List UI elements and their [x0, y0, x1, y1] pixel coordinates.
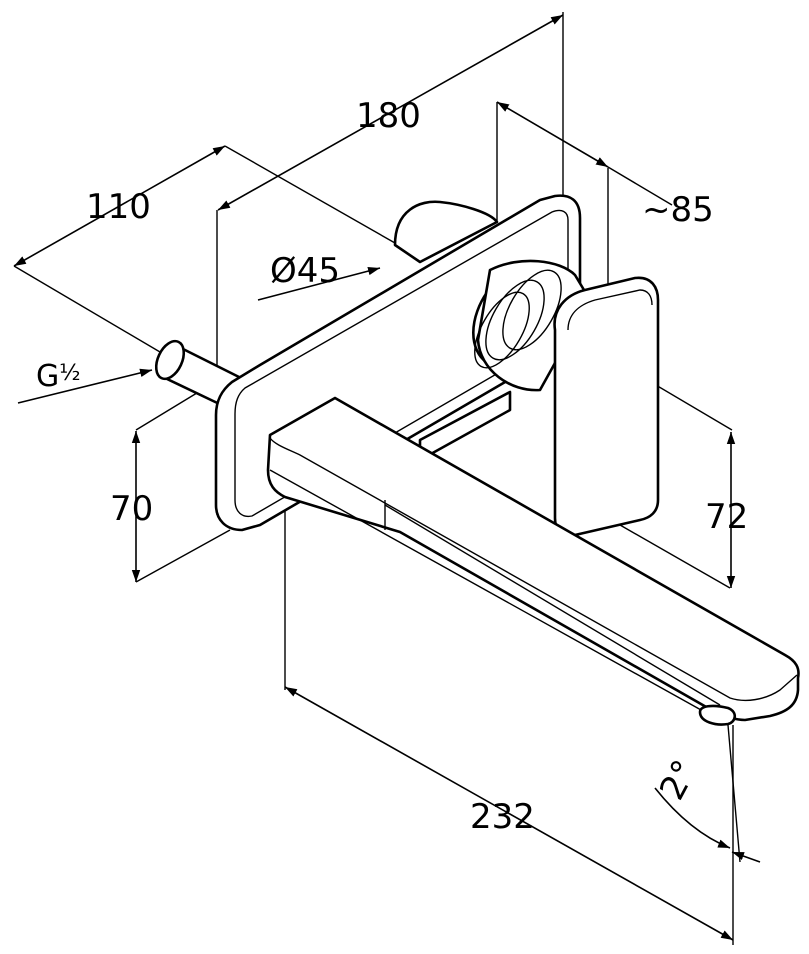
label-110: 110: [86, 187, 151, 227]
dimension-lines: [13, 14, 761, 941]
handle-lever: [553, 276, 660, 537]
label-thread: G½: [36, 359, 81, 394]
label-180: 180: [356, 96, 421, 136]
dim-110-line: [13, 145, 226, 267]
dim-angle-arc: [654, 787, 731, 849]
spout: [266, 396, 800, 722]
aerator: [698, 704, 737, 726]
label-thread-prefix: G: [36, 359, 59, 394]
dim-180-line: [217, 14, 564, 211]
label-thread-fraction: ½: [59, 361, 80, 386]
label-72: 72: [705, 497, 748, 537]
label-232: 232: [470, 797, 535, 837]
dim-232-line: [284, 686, 734, 941]
rear-boss: [393, 200, 499, 264]
thread-pipe-end: [154, 339, 186, 381]
dim-thread-leader: [17, 368, 153, 404]
dim-85-line: [496, 101, 609, 168]
label-angle: 2°: [652, 754, 705, 807]
label-70: 70: [110, 489, 153, 529]
faucet-body: [154, 194, 800, 726]
dim-diameter-leader: [257, 266, 381, 301]
label-diameter: Ø45: [270, 251, 340, 291]
label-85: ~85: [642, 190, 714, 230]
